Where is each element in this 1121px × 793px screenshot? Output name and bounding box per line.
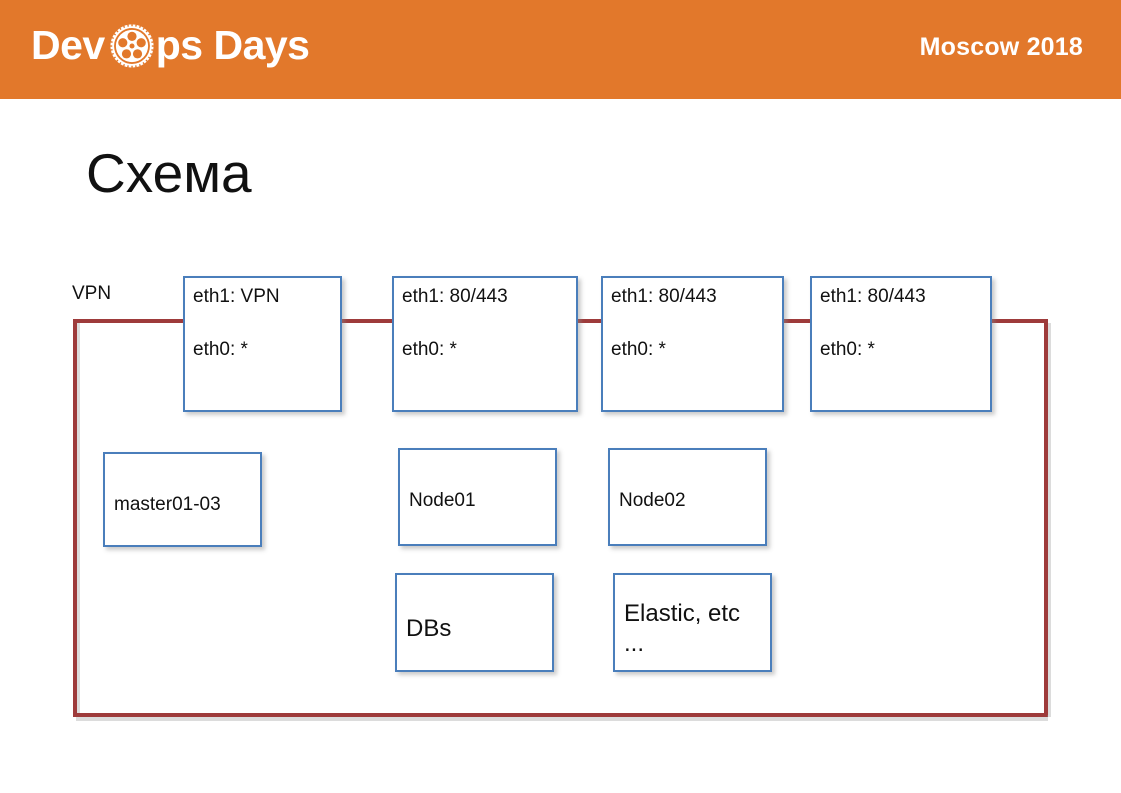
wire-right-vertical (1044, 319, 1048, 715)
host-box-node01-label: Node01 (409, 490, 476, 511)
wire-segment-box1-to-box2 (338, 319, 396, 323)
gear-icon (108, 23, 155, 69)
interface-box-4-eth0: eth0: * (820, 339, 875, 360)
interface-box-3-eth1: eth1: 80/443 (611, 286, 717, 307)
interface-box-4[interactable]: eth1: 80/443 eth0: * (810, 276, 992, 412)
brand-text-opsdays: ps Days (155, 21, 310, 68)
service-box-elastic-line2: ... (624, 630, 645, 657)
devopsdays-logo: Dev (31, 21, 310, 69)
service-box-elastic[interactable]: Elastic, etc ... (613, 573, 772, 672)
interface-box-2-eth0: eth0: * (402, 339, 457, 360)
interface-box-3-eth0: eth0: * (611, 339, 666, 360)
interface-box-1-eth1: eth1: VPN (193, 286, 280, 307)
slide-header: Dev (0, 0, 1121, 99)
wire-segment-box2-to-box3 (574, 319, 605, 323)
page-title: Схема (86, 142, 252, 204)
wire-shadow (76, 717, 1048, 721)
host-box-dbs-label: DBs (406, 615, 452, 642)
interface-box-1-eth0: eth0: * (193, 339, 248, 360)
wire-segment-box3-to-box4 (780, 319, 814, 323)
brand-text-dev: Dev (31, 21, 105, 68)
wire-shadow (1047, 323, 1051, 717)
host-box-master[interactable]: master01-03 (103, 452, 262, 547)
host-box-node02[interactable]: Node02 (608, 448, 767, 546)
interface-box-2[interactable]: eth1: 80/443 eth0: * (392, 276, 578, 412)
host-box-node02-label: Node02 (619, 490, 686, 511)
interface-box-4-eth1: eth1: 80/443 (820, 286, 926, 307)
vpn-label: VPN (72, 283, 112, 304)
host-box-master-label: master01-03 (114, 494, 221, 515)
wire-left-vertical (73, 319, 77, 715)
interface-box-3[interactable]: eth1: 80/443 eth0: * (601, 276, 784, 412)
wire-bottom-horizontal (73, 713, 1048, 717)
wire-segment-left-to-box1 (73, 319, 188, 323)
host-box-dbs[interactable]: DBs (395, 573, 554, 672)
host-box-node01[interactable]: Node01 (398, 448, 557, 546)
event-label: Moscow 2018 (919, 33, 1083, 61)
interface-box-1[interactable]: eth1: VPN eth0: * (183, 276, 342, 412)
wire-shadow (76, 323, 80, 717)
service-box-elastic-line1: Elastic, etc (624, 600, 741, 627)
wire-segment-box4-to-right (988, 319, 1048, 323)
interface-box-2-eth1: eth1: 80/443 (402, 286, 508, 307)
